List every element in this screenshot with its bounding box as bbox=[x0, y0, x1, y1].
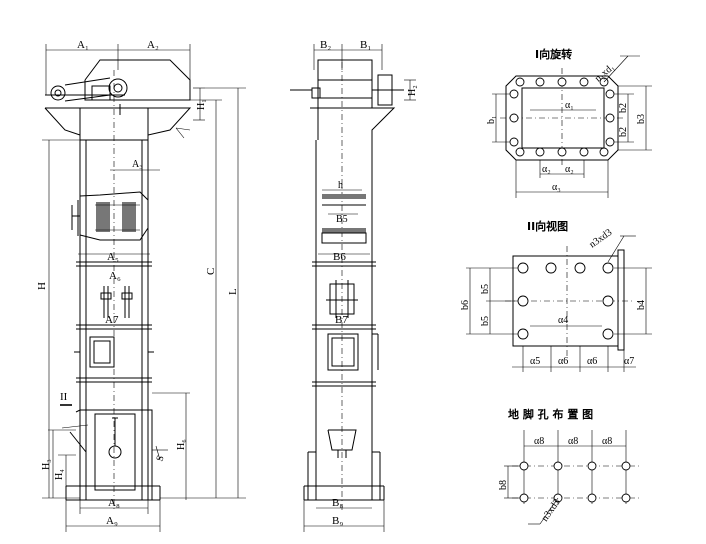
label-a4: α4 bbox=[558, 315, 568, 326]
label-section-II: II bbox=[60, 391, 68, 403]
front-view: A₁ A₂ H₁ A₃ bbox=[36, 39, 246, 532]
label-b4: b4 bbox=[636, 300, 647, 310]
view-I: I向旋转 n₁xd₁ α₁ b₁ bbox=[486, 47, 652, 198]
view-II: II向视图 n3xd3 b6 b5 b5 b4 α4 bbox=[460, 219, 652, 372]
label-H: H bbox=[36, 282, 48, 290]
label-A6: A₆ bbox=[109, 270, 121, 282]
label-a8a: α8 bbox=[534, 436, 544, 447]
label-S: S bbox=[154, 454, 166, 463]
label-A7: A7 bbox=[105, 314, 119, 326]
label-b2: b2 bbox=[618, 103, 629, 113]
label-B6: B6 bbox=[333, 251, 346, 263]
label-a8b: α8 bbox=[568, 436, 578, 447]
label-A5: A₅ bbox=[107, 251, 119, 263]
label-b5b: b5 bbox=[480, 316, 491, 326]
label-H1: H₁ bbox=[196, 99, 207, 110]
label-a8c: α8 bbox=[602, 436, 612, 447]
anchor-layout-title: 地 脚 孔 布 置 图 bbox=[508, 407, 593, 421]
label-A9: A₉ bbox=[106, 515, 118, 527]
label-B7: B7 bbox=[335, 314, 348, 326]
label-A1: A₁ bbox=[77, 39, 89, 51]
view-I-title: I向旋转 bbox=[535, 47, 572, 61]
label-a5: α5 bbox=[530, 356, 540, 367]
label-B8: B₈ bbox=[332, 497, 343, 509]
label-b5a: b5 bbox=[480, 284, 491, 294]
label-H3: H₃ bbox=[41, 459, 52, 470]
label-B2: B₂ bbox=[320, 39, 331, 51]
label-b1: b₁ bbox=[486, 116, 497, 125]
label-B1: B₁ bbox=[360, 39, 371, 51]
view-II-title: II向视图 bbox=[527, 219, 568, 233]
label-h: h bbox=[338, 180, 343, 191]
label-a6a: α6 bbox=[558, 356, 568, 367]
label-a7: α7 bbox=[624, 356, 634, 367]
label-a2b: α₂ bbox=[565, 164, 574, 175]
label-b6: b6 bbox=[460, 300, 471, 310]
label-A3: A₃ bbox=[132, 159, 143, 170]
label-L: L bbox=[227, 288, 239, 295]
label-B9: B₉ bbox=[332, 515, 343, 527]
label-b8: b8 bbox=[498, 480, 509, 490]
side-view: B₂ B₁ H₂ h B5 B6 bbox=[290, 39, 418, 532]
label-C: C bbox=[205, 268, 217, 275]
label-A2: A₂ bbox=[147, 39, 159, 51]
label-b3: b3 bbox=[636, 114, 647, 124]
label-H2: H₂ bbox=[407, 85, 418, 96]
label-H6: H₆ bbox=[176, 439, 187, 450]
label-a1: α₁ bbox=[565, 100, 574, 111]
label-H4: H₄ bbox=[54, 469, 65, 480]
label-b2b: b2 bbox=[618, 127, 629, 137]
label-a2a: α₂ bbox=[542, 164, 551, 175]
anchor-layout: 地 脚 孔 布 置 图 α8 α8 α8 b8 n3xd3 bbox=[498, 407, 640, 525]
label-a3: α₃ bbox=[552, 182, 561, 193]
label-B5: B5 bbox=[336, 214, 348, 225]
label-a6b: α6 bbox=[587, 356, 597, 367]
anchor-holes: n3xd3 bbox=[539, 497, 562, 524]
label-A8: A₈ bbox=[108, 497, 120, 509]
view-II-holes: n3xd3 bbox=[587, 227, 614, 250]
